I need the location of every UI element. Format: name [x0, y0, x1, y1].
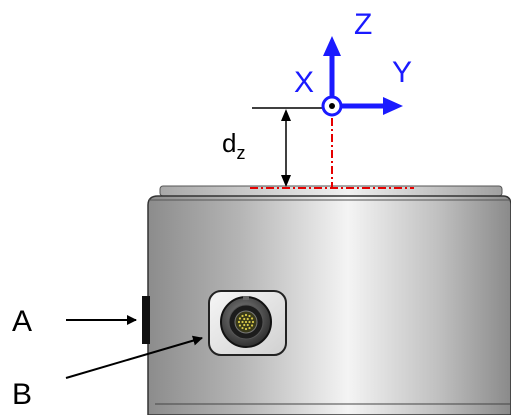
dimension-subscript: z [236, 143, 245, 163]
connector-pin [246, 323, 249, 327]
connector-pin [250, 324, 254, 327]
dimension-symbol: d [222, 128, 236, 158]
connector-pin [246, 317, 249, 321]
connector-pin [244, 313, 248, 317]
y-axis-label: Y [392, 56, 412, 89]
offset-reference [250, 118, 414, 189]
side-port-a [142, 296, 150, 344]
connector-pin [241, 320, 244, 324]
connector-pin [243, 323, 246, 327]
y-axis-arrowhead [383, 97, 403, 115]
dimension-dz: dz [222, 107, 322, 187]
connector-pin [241, 326, 244, 330]
connector-pin [244, 320, 248, 324]
connector-pin [248, 320, 251, 324]
sensor-body [142, 185, 511, 415]
sensor-housing [147, 195, 511, 415]
dimension-label: dz [222, 128, 245, 163]
callout-b-arrow [65, 335, 203, 379]
connector-pin [241, 314, 244, 318]
callout-b: B [12, 335, 203, 411]
connector-pin [248, 326, 251, 330]
connector-pin [238, 317, 242, 320]
dimension-arrow-top [281, 109, 291, 121]
dimension-arrow-bottom [281, 175, 291, 187]
connector-key [243, 296, 249, 300]
z-axis-label: Z [354, 8, 372, 41]
connector-pin [237, 320, 241, 324]
coordinate-frame: Z X Y [294, 8, 412, 117]
connector-pin [250, 317, 254, 320]
z-axis-arrowhead [323, 36, 341, 56]
callout-a-label: A [12, 305, 32, 338]
x-axis-label: X [294, 66, 314, 99]
connector-pin [243, 317, 246, 321]
connector-pin [244, 327, 248, 331]
connector-pin [251, 320, 255, 324]
callout-a: A [12, 305, 137, 338]
connector-pin [238, 324, 242, 327]
connector-pins [237, 313, 255, 331]
callout-b-label: B [12, 378, 32, 411]
connector-pin [248, 314, 251, 318]
x-axis-dot [329, 103, 335, 109]
connector-b [208, 290, 287, 356]
